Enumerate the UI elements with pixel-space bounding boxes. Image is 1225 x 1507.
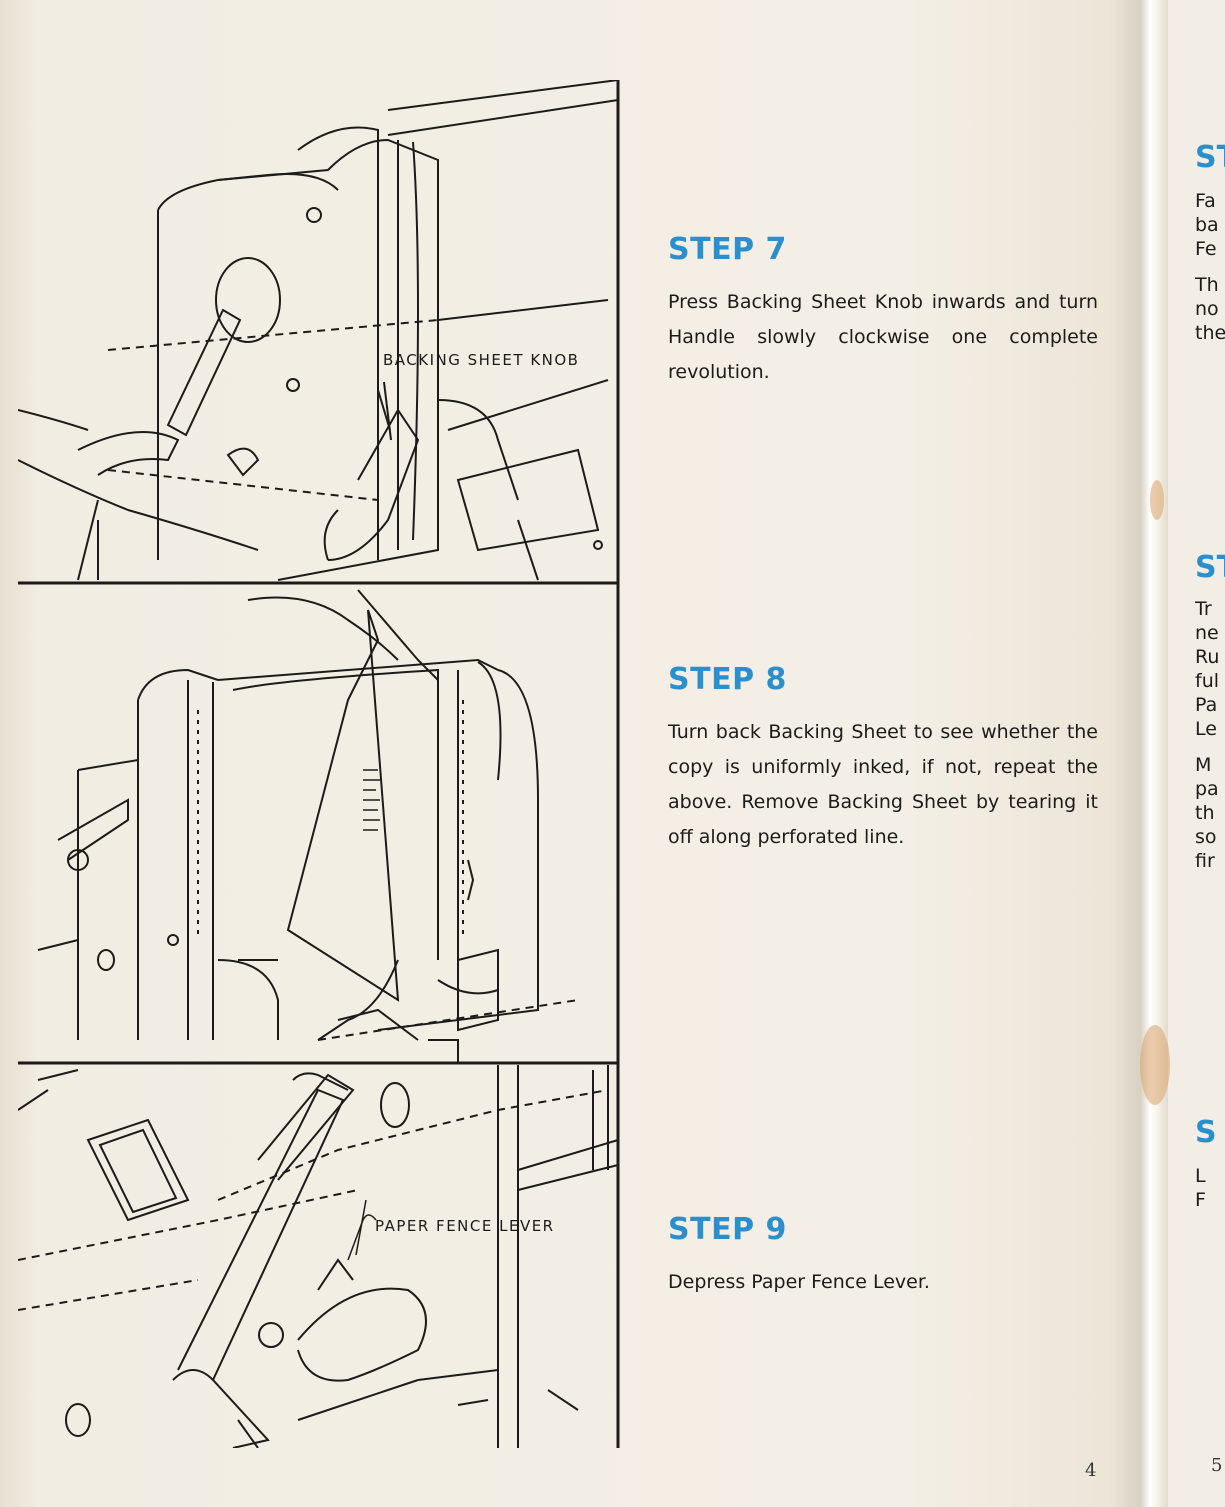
right-page-fragment-1: ST Fa ba Fe Th no the — [1195, 140, 1225, 345]
page-number-left: 4 — [1085, 1460, 1097, 1481]
fragment-line: Ru — [1195, 646, 1220, 668]
fragment-line: ne — [1195, 622, 1219, 644]
step-8-title: STEP 8 — [668, 662, 787, 697]
left-page — [0, 0, 1140, 1507]
fragment-title: ST — [1195, 550, 1225, 585]
fragment-line: fir — [1195, 850, 1215, 872]
step-8-text: Turn back Backing Sheet to see whether t… — [668, 721, 1098, 848]
fragment-line: no — [1195, 298, 1219, 320]
fragment-line: ful — [1195, 670, 1220, 692]
right-page-fragment-3: S L F — [1195, 1115, 1225, 1212]
step-7: STEP 7 Press Backing Sheet Knob inwards … — [668, 232, 1098, 390]
right-page-fragment-2: ST Tr ne Ru ful Pa Le M pa th so fir — [1195, 550, 1225, 873]
fragment-line: the — [1195, 322, 1225, 344]
fragment-line: L — [1195, 1165, 1206, 1187]
fragment-line: so — [1195, 826, 1217, 848]
right-page — [1168, 0, 1225, 1507]
fragment-title: S — [1195, 1115, 1217, 1150]
step-8: STEP 8 Turn back Backing Sheet to see wh… — [668, 662, 1098, 855]
fragment-line: M — [1195, 754, 1212, 776]
fragment-line: Fa — [1195, 190, 1216, 212]
callout-paper-fence-lever: PAPER FENCE LEVER — [375, 1217, 555, 1235]
paper-stain — [1140, 1025, 1170, 1105]
fragment-line: Pa — [1195, 694, 1218, 716]
fragment-line: F — [1195, 1189, 1206, 1211]
step-9: STEP 9 Depress Paper Fence Lever. — [668, 1212, 1098, 1300]
step-9-title: STEP 9 — [668, 1212, 787, 1247]
page-number-right: 5 — [1211, 1455, 1223, 1476]
page-gutter — [1140, 0, 1168, 1507]
fragment-line: Fe — [1195, 238, 1217, 260]
fragment-line: pa — [1195, 778, 1219, 800]
fragment-line: ba — [1195, 214, 1219, 236]
instruction-illustrations — [18, 80, 621, 1448]
fragment-line: th — [1195, 802, 1215, 824]
step-9-text: Depress Paper Fence Lever. — [668, 1271, 930, 1293]
fragment-line: Tr — [1195, 598, 1212, 620]
fragment-line: Le — [1195, 718, 1217, 740]
step-7-title: STEP 7 — [668, 232, 787, 267]
paper-stain — [1150, 480, 1164, 520]
step-7-text: Press Backing Sheet Knob inwards and tur… — [668, 291, 1098, 383]
fragment-title: ST — [1195, 140, 1225, 175]
fragment-line: Th — [1195, 274, 1219, 296]
callout-backing-sheet-knob: BACKING SHEET KNOB — [383, 351, 580, 369]
illustration-drawing — [18, 80, 620, 1448]
